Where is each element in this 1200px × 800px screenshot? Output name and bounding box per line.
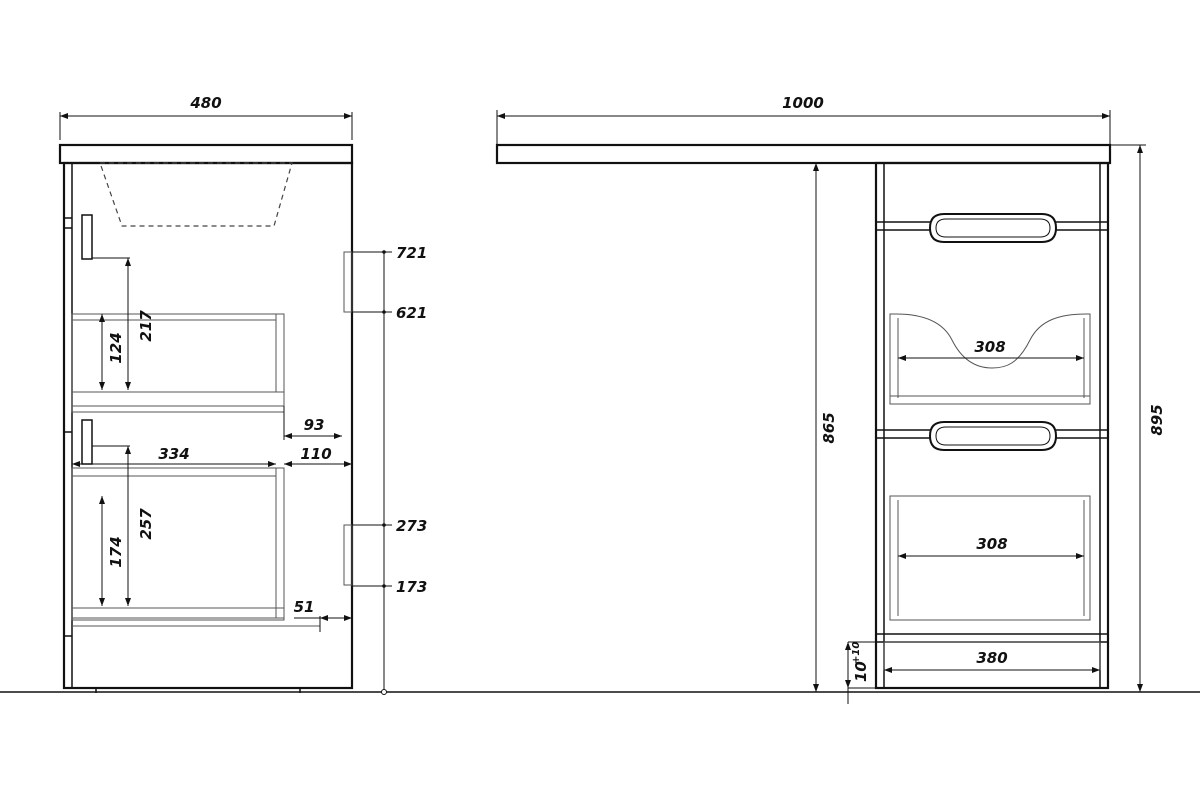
dim-308-lower-label: 308 xyxy=(976,535,1007,553)
dim-621-label: 621 xyxy=(396,304,427,322)
front-view: 1000 308 308 xyxy=(495,94,1166,704)
outlet-upper xyxy=(343,251,353,313)
dim-257-label: 257 xyxy=(137,508,155,540)
dim-380-label: 380 xyxy=(976,649,1007,667)
dim-1000-label: 1000 xyxy=(782,94,824,112)
dim-217-label: 217 xyxy=(137,310,155,342)
front-upper-handle xyxy=(928,213,1058,243)
front-countertop xyxy=(495,143,1112,165)
dim-93-label: 93 xyxy=(304,416,325,434)
side-countertop xyxy=(58,143,354,165)
front-upper-drawer xyxy=(889,313,1091,405)
dim-124-label: 124 xyxy=(107,332,125,363)
dim-308-upper-label: 308 xyxy=(974,338,1005,356)
dim-10-label: 10 xyxy=(852,661,870,682)
basin-outline xyxy=(99,162,293,227)
dim-10-sup-label: +10 xyxy=(851,642,862,664)
front-lower-handle xyxy=(928,421,1058,451)
dim-895-label: 895 xyxy=(1148,404,1166,435)
dim-480-label: 480 xyxy=(189,94,221,112)
dim-334-label: 334 xyxy=(158,445,189,463)
lower-handle xyxy=(81,419,93,465)
outlet-lower xyxy=(343,524,353,586)
dim-273-label: 273 xyxy=(396,517,427,535)
upper-handle xyxy=(81,214,93,260)
dim-721-label: 721 xyxy=(396,244,427,262)
dim-865-label: 865 xyxy=(820,412,838,443)
dim-173-label: 173 xyxy=(396,578,427,596)
dim-110-label: 110 xyxy=(300,445,331,463)
front-lower-drawer xyxy=(889,495,1091,621)
dim-51-label: 51 xyxy=(294,598,315,616)
dim-174-label: 174 xyxy=(107,536,125,567)
side-view: 480 xyxy=(58,94,427,695)
